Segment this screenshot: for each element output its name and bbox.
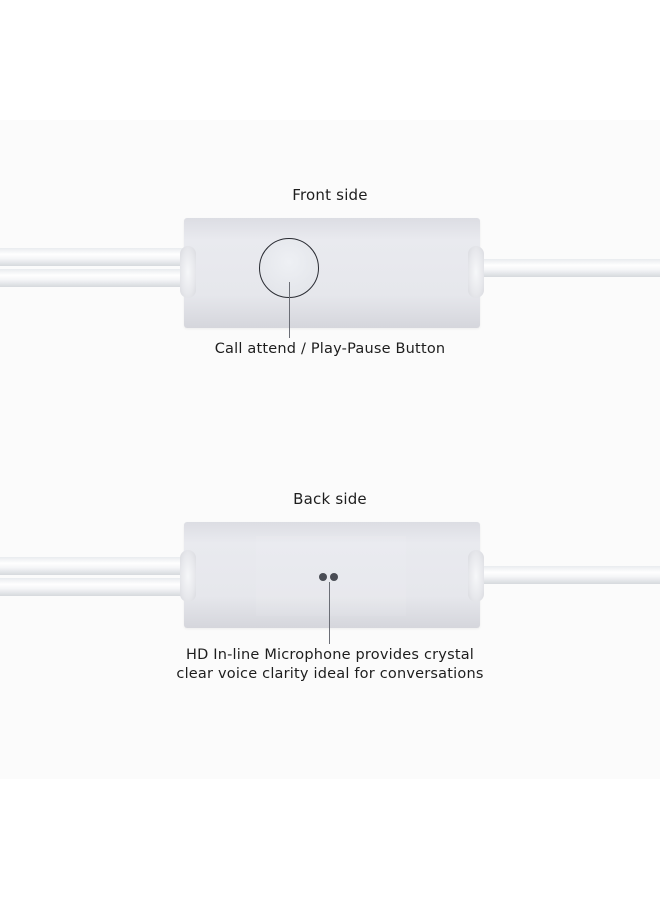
cable-strain-relief-right-back <box>468 550 484 602</box>
right-cable <box>470 259 660 277</box>
front-remote-module <box>180 218 484 328</box>
mic-caption: HD In-line Microphone provides crystal c… <box>0 646 660 684</box>
back-side-title: Back side <box>293 490 367 508</box>
back-remote-module <box>180 522 484 628</box>
cable-strain-relief-left <box>180 246 196 298</box>
right-cable-back <box>468 566 660 584</box>
left-cable-lower-back <box>0 578 190 596</box>
left-cable-lower <box>0 269 190 287</box>
microphone-hole-icon <box>319 573 327 581</box>
mic-leader-line <box>329 582 330 644</box>
cable-strain-relief-left-back <box>180 550 196 602</box>
microphone-hole-icon <box>330 573 338 581</box>
cable-strain-relief-right <box>468 246 484 298</box>
button-caption: Call attend / Play-Pause Button <box>214 341 446 357</box>
mic-caption-line-1: HD In-line Microphone provides crystal <box>185 647 475 663</box>
left-cable-upper-back <box>0 557 190 575</box>
mic-caption-line-2: clear voice clarity ideal for conversati… <box>176 666 484 682</box>
button-leader-line <box>289 282 290 338</box>
front-side-title: Front side <box>292 186 368 204</box>
left-cable-upper <box>0 248 190 266</box>
